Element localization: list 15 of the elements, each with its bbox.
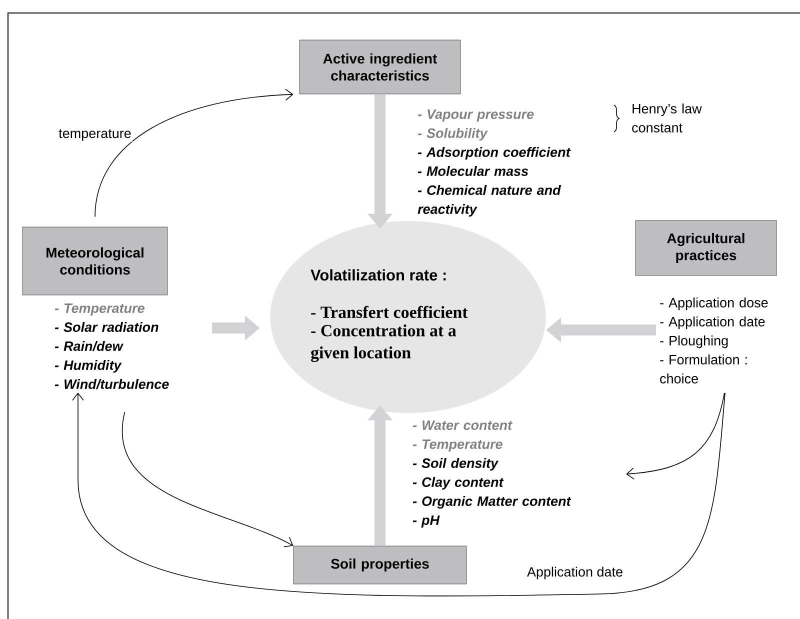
process-box: Agricultural practices	[635, 220, 777, 276]
factor-list: - Vapour pressure - Solubility - Adsorption coefficient - Molecular mass - Chemical nature and reactivity	[418, 110, 571, 217]
process-box: Soil properties	[293, 546, 467, 584]
factor-list: - Temperature - Solar radiation - Rain/dew - Humidity - Wind/turbulence	[54, 304, 169, 390]
curved-arrow	[626, 392, 725, 480]
edge-label: temperature	[58, 128, 132, 142]
curved-arrow	[72, 392, 726, 596]
curved-arrow	[94, 88, 294, 218]
edge-label: Application date	[526, 566, 624, 580]
process-box: Active ingredient characteristics	[299, 40, 461, 94]
curved-arrow	[122, 412, 294, 548]
note-label: Henry’s law constant	[632, 104, 702, 132]
factor-list: - Water content - Temperature - Soil density - Clay content - Organic Matter content - pH	[412, 420, 572, 528]
factor-list: - Application dose - Application date - Ploughing - Formulation : choice	[660, 298, 768, 384]
process-box: Meteorological conditions	[22, 226, 168, 296]
